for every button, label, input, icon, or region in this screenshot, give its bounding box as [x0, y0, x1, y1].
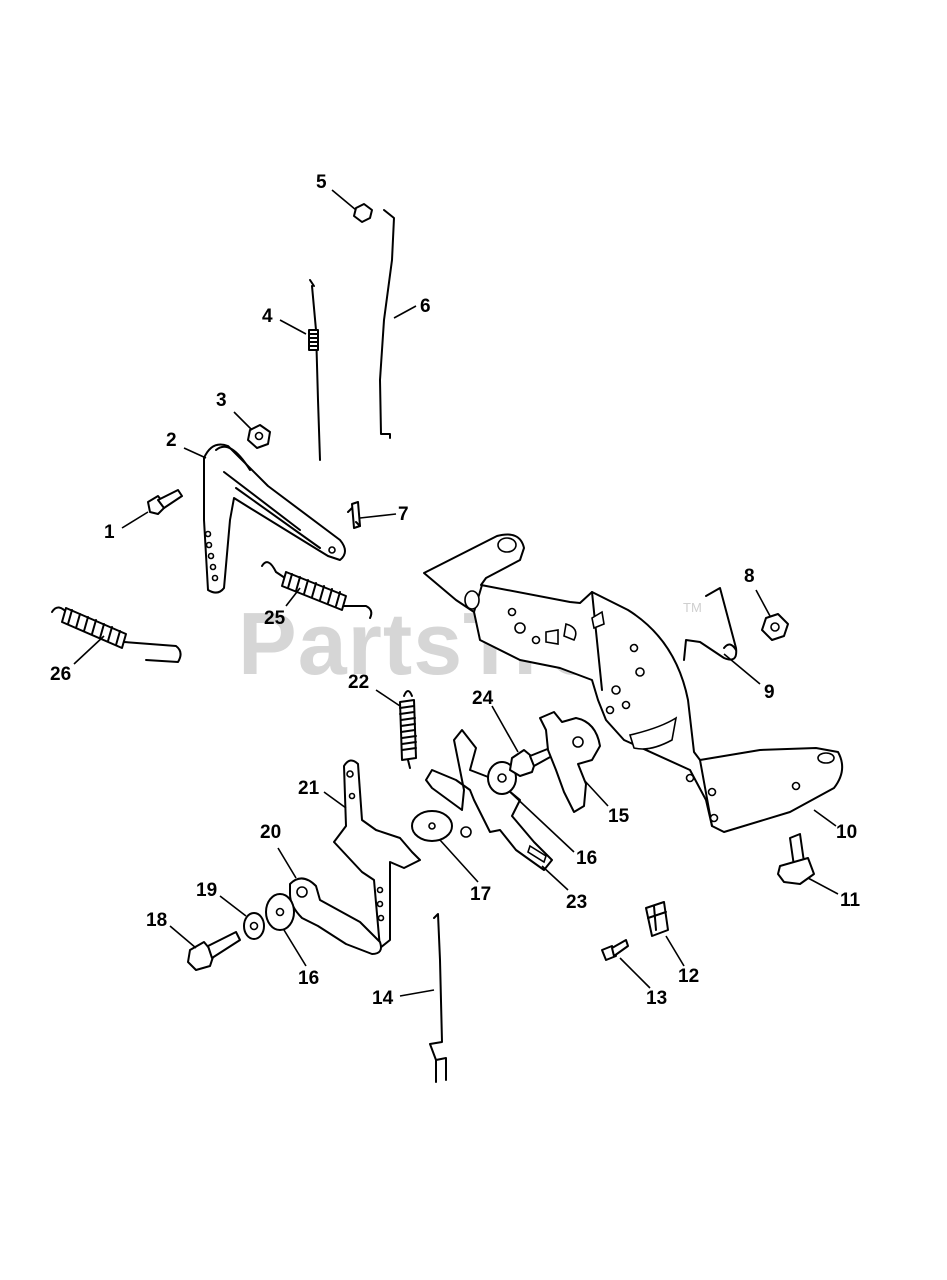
part-25-spring[interactable]: [261, 561, 373, 619]
part-20-plate[interactable]: [289, 877, 382, 955]
part-4-throttle-rod[interactable]: [308, 279, 321, 461]
callout-18: 18: [146, 910, 167, 931]
part-2-governor-lever[interactable]: [203, 443, 346, 594]
callout-13: 13: [646, 988, 667, 1009]
callout-16-right: 16: [576, 848, 597, 869]
callout-23: 23: [566, 892, 587, 913]
watermark-trademark: TM: [683, 600, 702, 615]
callout-labels: 1 2 3 4 5 6 7 8 9 10 11 12 13 14 15 16 1…: [50, 172, 861, 1009]
part-26-spring[interactable]: [51, 606, 182, 663]
part-18-bolt[interactable]: [187, 931, 241, 971]
callout-2: 2: [166, 430, 177, 451]
callout-26: 26: [50, 664, 71, 685]
callout-17: 17: [470, 884, 491, 905]
part-17-washer[interactable]: [411, 810, 453, 842]
part-12-clip-nut[interactable]: [645, 901, 669, 937]
callout-10: 10: [836, 822, 857, 843]
part-21-lever[interactable]: [333, 759, 421, 949]
leader-lines: [73, 189, 839, 997]
part-14-rod[interactable]: [429, 913, 447, 1083]
callout-7: 7: [398, 504, 409, 525]
callout-9: 9: [764, 682, 775, 703]
callout-20: 20: [260, 822, 281, 843]
callout-21: 21: [298, 778, 320, 799]
callout-15: 15: [608, 806, 630, 827]
part-23-lever[interactable]: [425, 729, 553, 871]
part-10-control-bracket[interactable]: [423, 533, 844, 833]
callout-11: 11: [840, 890, 861, 911]
callout-5: 5: [316, 172, 327, 193]
part-22-spring[interactable]: [399, 690, 417, 769]
part-3-nut[interactable]: [247, 424, 271, 449]
part-15-lever[interactable]: [539, 711, 601, 813]
part-19-washer[interactable]: [243, 912, 265, 940]
callout-8: 8: [744, 566, 755, 587]
part-7-clip[interactable]: [347, 501, 361, 529]
part-11-bolt[interactable]: [777, 833, 815, 885]
callout-3: 3: [216, 390, 227, 411]
part-6-choke-rod[interactable]: [379, 209, 395, 439]
callout-24: 24: [472, 688, 494, 709]
callout-6: 6: [420, 296, 431, 317]
part-16-washer-left[interactable]: [265, 893, 295, 931]
part-9-wire-spring[interactable]: [683, 587, 738, 661]
part-8-nut[interactable]: [761, 613, 789, 641]
callout-12: 12: [678, 966, 699, 987]
callout-14: 14: [372, 988, 394, 1009]
callout-16-left: 16: [298, 968, 319, 989]
part-13-screw[interactable]: [601, 939, 629, 961]
part-24-bolt[interactable]: [509, 747, 553, 777]
callout-4: 4: [262, 306, 273, 327]
part-5-nut[interactable]: [353, 203, 373, 223]
callout-1: 1: [104, 522, 115, 543]
callout-22: 22: [348, 672, 369, 693]
callout-19: 19: [196, 880, 217, 901]
callout-25: 25: [264, 608, 286, 629]
part-1-bolt[interactable]: [147, 489, 183, 515]
